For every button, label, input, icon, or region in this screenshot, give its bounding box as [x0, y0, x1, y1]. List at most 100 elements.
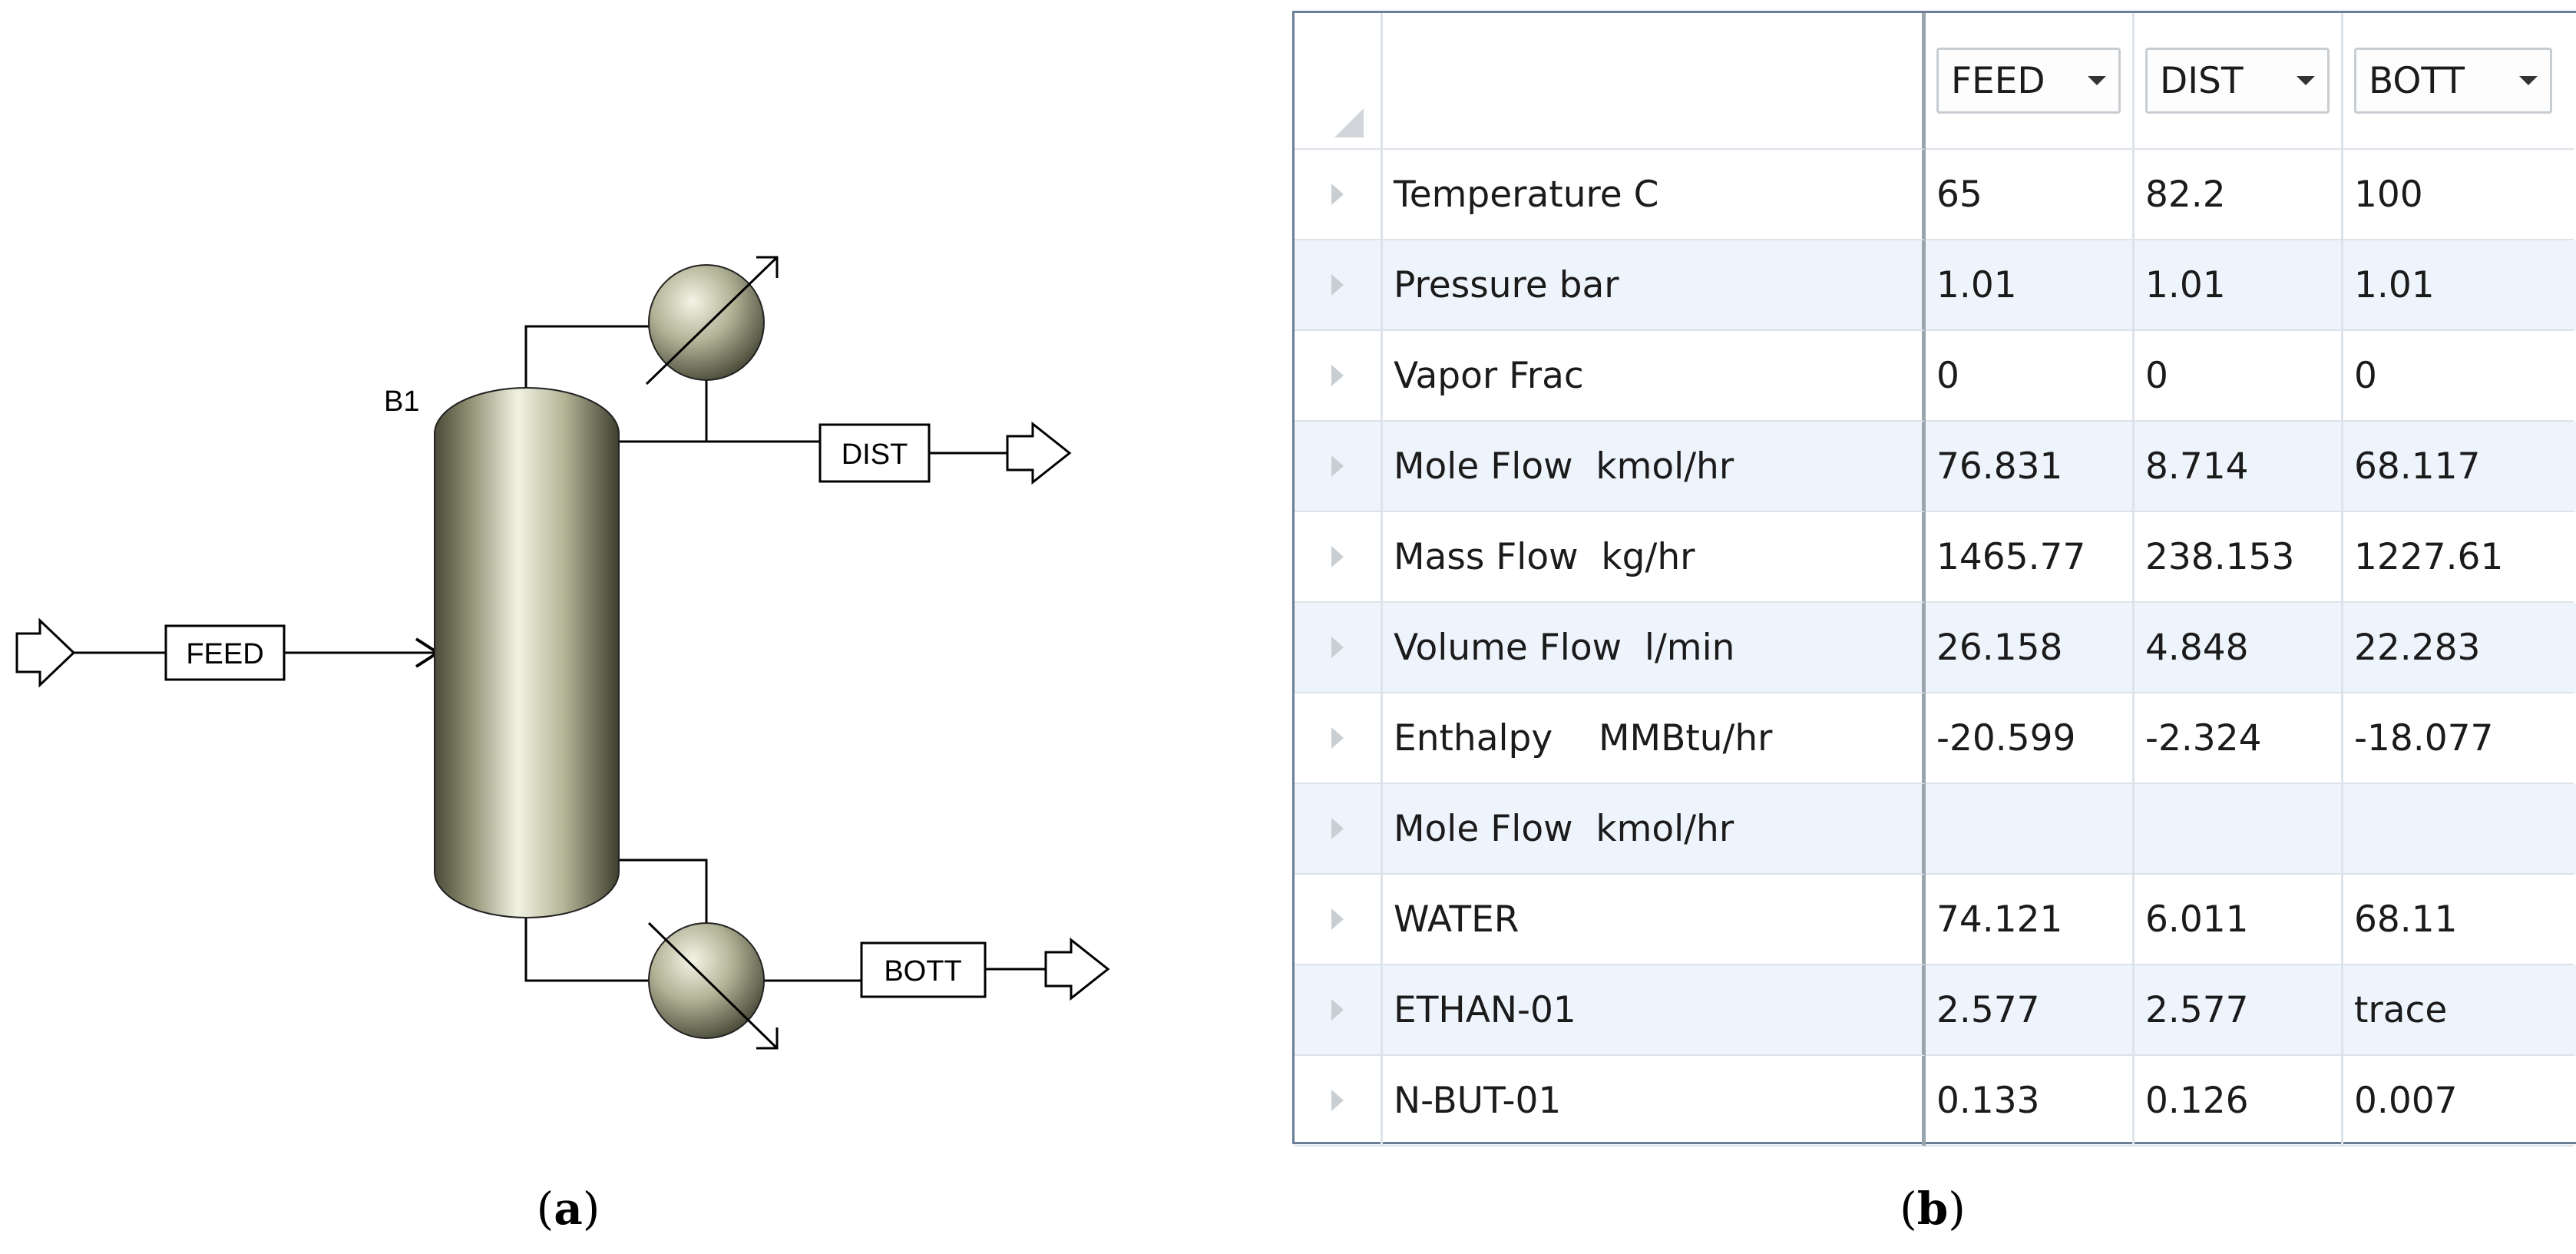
value-cell-feed[interactable]: -20.599 — [1926, 693, 2135, 784]
value-cell-dist[interactable]: -2.324 — [2135, 693, 2343, 784]
value-cell-bott[interactable]: -18.077 — [2343, 693, 2574, 784]
value-cell-dist[interactable]: 4.848 — [2135, 603, 2343, 693]
value-cell-bott[interactable]: 0.007 — [2343, 1056, 2574, 1146]
feed-stream-label-box — [164, 624, 286, 681]
condenser-icon — [648, 264, 765, 381]
bott-stream-label-box — [860, 941, 987, 998]
value-cell-dist[interactable]: 0 — [2135, 331, 2343, 422]
value-cell-bott[interactable] — [2343, 784, 2574, 875]
bott-column-selector[interactable]: BOTT — [2354, 48, 2552, 114]
value-cell-dist[interactable]: 82.2 — [2135, 150, 2343, 240]
caption-b: (b) — [1900, 1183, 1966, 1235]
row-expander[interactable] — [1295, 331, 1383, 422]
value-cell-bott[interactable]: 1227.61 — [2343, 512, 2574, 603]
distillation-column — [434, 387, 620, 918]
row-label: Mass Flow kg/hr — [1383, 512, 1926, 603]
value-cell-bott[interactable]: trace — [2343, 965, 2574, 1056]
value-cell-bott[interactable]: 68.11 — [2343, 875, 2574, 965]
value-cell-dist[interactable] — [2135, 784, 2343, 875]
value-cell-bott[interactable]: 22.283 — [2343, 603, 2574, 693]
chevron-right-icon — [1331, 727, 1344, 749]
table-header-row: FEED DIST BOTT — [1295, 13, 2576, 150]
row-expander[interactable] — [1295, 784, 1383, 875]
feed-column-selector[interactable]: FEED — [1936, 48, 2121, 114]
row-label: Mole Flow kmol/hr — [1383, 784, 1926, 875]
row-expander[interactable] — [1295, 512, 1383, 603]
table-row[interactable]: Enthalpy MMBtu/hr-20.599-2.324-18.077 — [1295, 693, 2576, 784]
row-expander[interactable] — [1295, 422, 1383, 512]
chevron-down-icon — [2519, 76, 2538, 85]
table-row[interactable]: Mole Flow kmol/hr — [1295, 784, 2576, 875]
value-cell-feed[interactable]: 74.121 — [1926, 875, 2135, 965]
value-cell-feed[interactable]: 0.133 — [1926, 1056, 2135, 1146]
value-cell-bott[interactable]: 1.01 — [2343, 240, 2574, 331]
value-cell-dist[interactable]: 1.01 — [2135, 240, 2343, 331]
row-label: Volume Flow l/min — [1383, 603, 1926, 693]
bott-column-label: BOTT — [2369, 59, 2465, 102]
chevron-right-icon — [1331, 1090, 1344, 1111]
row-label: Pressure bar — [1383, 240, 1926, 331]
bott-stream-label: BOTT — [884, 955, 961, 988]
chevron-right-icon — [1331, 818, 1344, 839]
value-cell-bott[interactable]: 0 — [2343, 331, 2574, 422]
value-cell-bott[interactable]: 68.117 — [2343, 422, 2574, 512]
value-cell-dist[interactable]: 2.577 — [2135, 965, 2343, 1056]
value-cell-feed[interactable]: 1.01 — [1926, 240, 2135, 331]
value-cell-feed[interactable] — [1926, 784, 2135, 875]
row-label-header — [1383, 13, 1926, 150]
chevron-right-icon — [1331, 365, 1344, 386]
value-cell-dist[interactable]: 0.126 — [2135, 1056, 2343, 1146]
chevron-right-icon — [1331, 184, 1344, 205]
select-all-corner[interactable] — [1295, 13, 1383, 150]
row-expander[interactable] — [1295, 240, 1383, 331]
row-expander[interactable] — [1295, 875, 1383, 965]
value-cell-feed[interactable]: 26.158 — [1926, 603, 2135, 693]
row-label: Mole Flow kmol/hr — [1383, 422, 1926, 512]
chevron-right-icon — [1331, 999, 1344, 1021]
row-expander[interactable] — [1295, 1056, 1383, 1146]
feed-column-label: FEED — [1951, 59, 2045, 102]
row-expander[interactable] — [1295, 150, 1383, 240]
feed-stream-label: FEED — [186, 638, 263, 670]
row-expander[interactable] — [1295, 693, 1383, 784]
value-cell-feed[interactable]: 76.831 — [1926, 422, 2135, 512]
row-label: Temperature C — [1383, 150, 1926, 240]
row-label: WATER — [1383, 875, 1926, 965]
row-label: Enthalpy MMBtu/hr — [1383, 693, 1926, 784]
chevron-right-icon — [1331, 274, 1344, 296]
value-cell-feed[interactable]: 65 — [1926, 150, 2135, 240]
row-label: N-BUT-01 — [1383, 1056, 1926, 1146]
value-cell-bott[interactable]: 100 — [2343, 150, 2574, 240]
chevron-down-icon — [2297, 76, 2315, 85]
column-flowsheet: B1 FEED DIST BOTT — [15, 256, 1110, 1050]
chevron-right-icon — [1331, 546, 1344, 567]
chevron-down-icon — [2088, 76, 2106, 85]
row-label: Vapor Frac — [1383, 331, 1926, 422]
dist-stream-label: DIST — [842, 438, 908, 471]
row-expander[interactable] — [1295, 603, 1383, 693]
chevron-right-icon — [1331, 455, 1344, 477]
dist-column-selector[interactable]: DIST — [2145, 48, 2330, 114]
value-cell-dist[interactable]: 238.153 — [2135, 512, 2343, 603]
dist-outlet-arrow — [1006, 421, 1072, 485]
value-cell-dist[interactable]: 8.714 — [2135, 422, 2343, 512]
row-label: ETHAN-01 — [1383, 965, 1926, 1056]
value-cell-feed[interactable]: 0 — [1926, 331, 2135, 422]
block-label: B1 — [384, 385, 419, 418]
row-expander[interactable] — [1295, 965, 1383, 1056]
value-cell-feed[interactable]: 1465.77 — [1926, 512, 2135, 603]
dist-column-label: DIST — [2160, 59, 2244, 102]
chevron-right-icon — [1331, 908, 1344, 930]
value-cell-feed[interactable]: 2.577 — [1926, 965, 2135, 1056]
value-cell-dist[interactable]: 6.011 — [2135, 875, 2343, 965]
